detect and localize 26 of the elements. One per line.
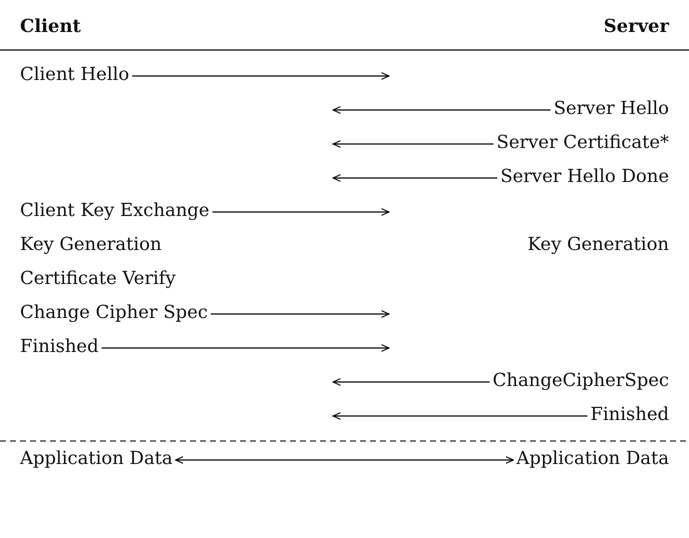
- message-label: Client Key Exchange: [20, 200, 210, 222]
- message-label: Key Generation: [20, 234, 162, 256]
- message-label: Client Hello: [20, 64, 130, 86]
- message-label: Change Cipher Spec: [20, 302, 208, 324]
- message-label: Finished: [590, 404, 669, 426]
- arrow: [212, 208, 390, 216]
- arrow: [332, 106, 551, 114]
- message-label: Server Hello Done: [500, 166, 669, 188]
- arrow: [132, 72, 390, 80]
- arrow: [332, 378, 490, 386]
- message-label: Server Hello: [554, 98, 669, 120]
- message-label: Application Data: [516, 448, 669, 470]
- message-label: ChangeCipherSpec: [492, 370, 669, 392]
- message-label: Key Generation: [527, 234, 669, 256]
- arrow: [210, 310, 390, 318]
- message-label: Application Data: [20, 448, 173, 470]
- arrow: [102, 344, 390, 352]
- arrow: [332, 412, 588, 420]
- column-header: Client: [20, 16, 81, 38]
- arrow: [332, 174, 498, 182]
- column-header: Server: [604, 16, 669, 38]
- arrow: [332, 140, 494, 148]
- message-label: Finished: [20, 336, 99, 358]
- message-label: Certificate Verify: [20, 268, 176, 290]
- message-label: Server Certificate*: [496, 132, 669, 154]
- arrow: [175, 456, 514, 464]
